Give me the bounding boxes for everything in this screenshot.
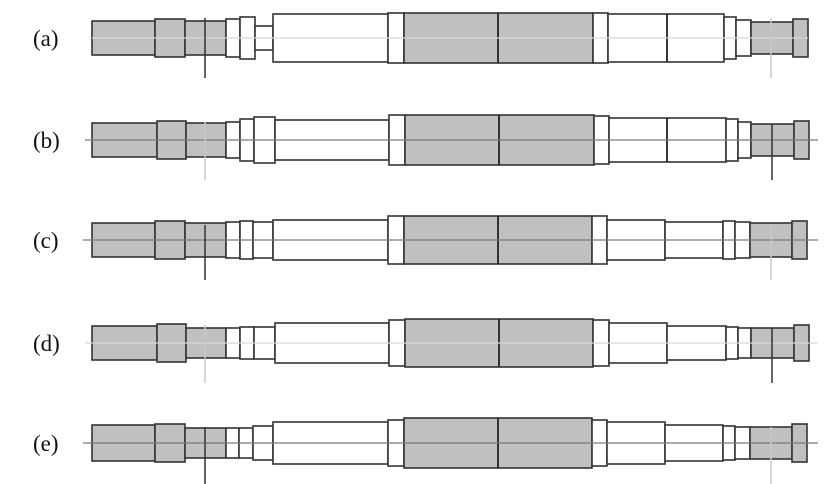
shaft-row-b: (b) <box>33 114 818 180</box>
row-label: (c) <box>33 228 59 253</box>
bearing-ticks <box>204 122 773 180</box>
bearing-ticks <box>204 427 772 484</box>
row-label: (d) <box>33 331 60 356</box>
row-label: (e) <box>33 431 59 456</box>
bearing-ticks <box>204 225 772 280</box>
row-label: (a) <box>33 26 59 51</box>
shaft-row-e: (e) <box>33 417 818 484</box>
shaft-row-c: (c) <box>33 215 818 280</box>
shaft-rows: (a) (b) (c) (d) (e) <box>33 12 818 484</box>
bearing-ticks <box>204 325 773 383</box>
bearing-ticks <box>204 18 772 78</box>
shaft-row-d: (d) <box>33 318 818 383</box>
shaft-row-a: (a) <box>33 12 809 78</box>
row-label: (b) <box>33 128 60 153</box>
